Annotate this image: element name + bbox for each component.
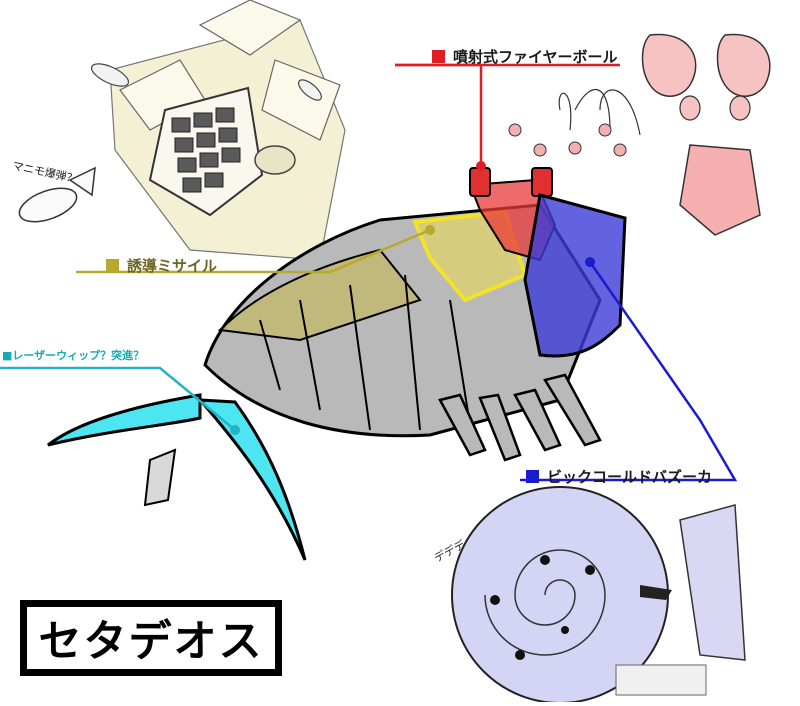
fireball-label: 噴射式ファイヤーボール (432, 46, 618, 67)
bazooka-color-marker (526, 470, 539, 483)
fireball-label-text: 噴射式ファイヤーボール (453, 48, 618, 66)
callout-lines (0, 63, 738, 482)
fireball-sketches (508, 33, 771, 236)
bomb-sketch (18, 166, 96, 223)
fireball-color-marker (432, 50, 445, 63)
laser-label: ■レーザーウィップ？突進？ (2, 349, 145, 362)
missile-label-text: 誘導ミサイル (127, 257, 218, 275)
missile-bay-sketch (90, 0, 346, 261)
setadeos-creature (47, 167, 627, 561)
missile-label: 誘導ミサイル (106, 255, 217, 276)
creature-title: セタデオス (38, 617, 264, 667)
bazooka-label-text: ビックコールドバズーカ (547, 468, 713, 486)
title-box: セタデオス (20, 600, 282, 676)
snowball-sketch (451, 486, 746, 704)
missile-color-marker (106, 259, 119, 272)
bazooka-label: ビックコールドバズーカ (526, 466, 712, 487)
